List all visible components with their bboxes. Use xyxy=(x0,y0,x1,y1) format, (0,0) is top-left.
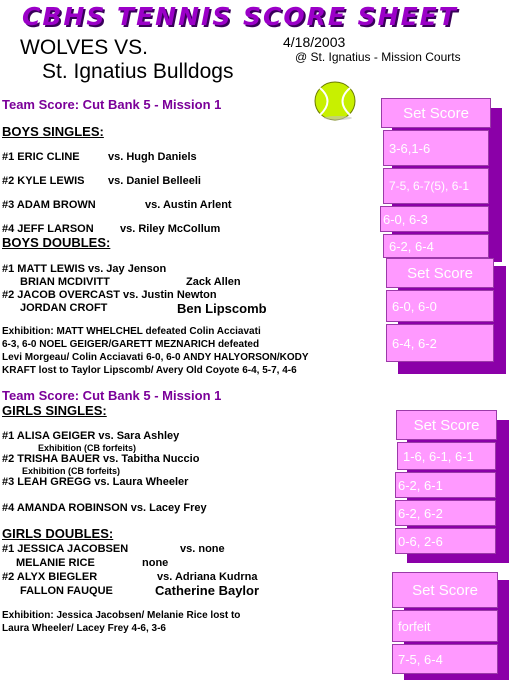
girls-doubles-score-2: 7-5, 6-4 xyxy=(392,644,498,674)
boys-singles-title: BOYS SINGLES: xyxy=(2,124,104,139)
boys-singles-score-2: 7-5, 6-7(5), 6-1 xyxy=(383,168,489,204)
boys-team-score: Team Score: Cut Bank 5 - Mission 1 xyxy=(2,97,222,112)
boys-doubles-2-home-2: JORDAN CROFT xyxy=(20,302,108,314)
match-date: 4/18/2003 xyxy=(283,34,346,50)
boys-exhibition-note: Exhibition: MATT WHELCHEL defeated Colin… xyxy=(2,326,309,376)
boys-singles-1-home: #1 ERIC CLINE xyxy=(2,151,80,163)
girls-singles-4: #4 AMANDA ROBINSON vs. Lacey Frey xyxy=(2,502,207,514)
girls-doubles-1-home-2: MELANIE RICE xyxy=(16,557,95,569)
girls-doubles-2-away-2: Catherine Baylor xyxy=(155,583,260,598)
boys-singles-4-home: #4 JEFF LARSON xyxy=(2,223,94,235)
boys-doubles-score-1: 6-0, 6-0 xyxy=(386,290,494,322)
girls-singles-3: #3 LEAH GREGG vs. Laura Wheeler xyxy=(2,476,189,488)
boys-doubles-2-away-2: Ben Lipscomb xyxy=(177,301,267,316)
boys-doubles-score-header: Set Score xyxy=(386,258,494,288)
boys-doubles-score-2: 6-4, 6-2 xyxy=(386,324,494,362)
boys-doubles-title: BOYS DOUBLES: xyxy=(2,235,111,250)
girls-exhibition-note: Exhibition: Jessica Jacobsen/ Melanie Ri… xyxy=(2,610,241,634)
girls-singles-score-4: 0-6, 2-6 xyxy=(395,528,496,554)
girls-singles-title: GIRLS SINGLES: xyxy=(2,403,107,418)
boys-singles-4-away: vs. Riley McCollum xyxy=(120,223,221,235)
girls-doubles-2-home-2: FALLON FAUQUE xyxy=(20,585,113,597)
boys-singles-3-away: vs. Austin Arlent xyxy=(145,199,232,211)
boys-singles-2-away: vs. Daniel Belleeli xyxy=(108,175,201,187)
girls-singles-score-3: 6-2, 6-2 xyxy=(395,500,496,526)
team-line-1: WOLVES VS. xyxy=(20,36,148,59)
girls-singles-score-2: 6-2, 6-1 xyxy=(395,472,496,498)
boys-singles-score-header: Set Score xyxy=(381,98,491,128)
boys-singles-score-4: 6-2, 6-4 xyxy=(383,234,489,258)
girls-singles-score-header: Set Score xyxy=(396,410,497,440)
boys-singles-score-1: 3-6,1-6 xyxy=(383,130,489,166)
boys-singles-2-home: #2 KYLE LEWIS xyxy=(2,175,85,187)
girls-singles-2: #2 TRISHA BAUER vs. Tabitha Nuccio xyxy=(2,453,200,465)
girls-doubles-1-home-1: #1 JESSICA JACOBSEN xyxy=(2,543,129,555)
team-line-2: St. Ignatius Bulldogs xyxy=(42,60,234,83)
girls-team-score: Team Score: Cut Bank 5 - Mission 1 xyxy=(2,388,222,403)
page-title: CBHS TENNIS SCORE SHEET xyxy=(22,2,458,31)
girls-doubles-1-away-1: vs. none xyxy=(180,543,225,555)
boys-doubles-1-home-2: BRIAN MCDIVITT xyxy=(20,276,110,288)
boys-doubles-2-line-1: #2 JACOB OVERCAST vs. Justin Newton xyxy=(2,289,217,301)
girls-doubles-score-1: forfeit xyxy=(392,610,498,642)
boys-doubles-1-away-2: Zack Allen xyxy=(186,276,241,288)
boys-doubles-1-line-1: #1 MATT LEWIS vs. Jay Jenson xyxy=(2,263,167,275)
girls-doubles-1-away-2: none xyxy=(142,557,169,569)
girls-doubles-score-header: Set Score xyxy=(392,572,498,608)
girls-singles-1: #1 ALISA GEIGER vs. Sara Ashley xyxy=(2,430,180,442)
girls-doubles-title: GIRLS DOUBLES: xyxy=(2,526,114,541)
girls-singles-2-note: Exhibition (CB forfeits) xyxy=(22,466,120,476)
girls-singles-score-1: 1-6, 6-1, 6-1 xyxy=(397,442,496,470)
girls-doubles-2-away-1: vs. Adriana Kudrna xyxy=(157,571,258,583)
girls-singles-1-note: Exhibition (CB forfeits) xyxy=(38,443,136,453)
boys-singles-score-3: 6-0, 6-3 xyxy=(380,206,489,232)
tennis-ball-icon xyxy=(314,81,356,121)
girls-doubles-2-home-1: #2 ALYX BIEGLER xyxy=(2,571,98,583)
match-venue: @ St. Ignatius - Mission Courts xyxy=(295,50,461,64)
boys-singles-3-home: #3 ADAM BROWN xyxy=(2,199,96,211)
boys-singles-1-away: vs. Hugh Daniels xyxy=(108,151,197,163)
